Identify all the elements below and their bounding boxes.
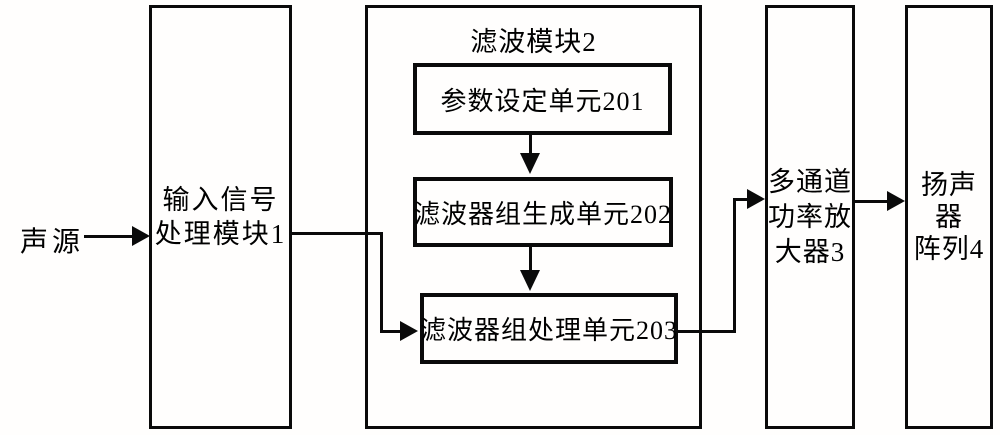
module2-box: 滤波模块2 <box>365 5 702 429</box>
unit201-box: 参数设定单元201 <box>413 63 672 135</box>
module3-label-line2: 功率放 <box>768 201 852 232</box>
connector-unit203-to-module3-seg1 <box>678 330 736 333</box>
module1-label-line1: 输入信号 <box>162 185 279 215</box>
arrow-module3-to-module4-shaft <box>855 200 891 203</box>
module4-box: 扬声器 阵列4 <box>905 5 993 429</box>
connector-unit203-to-module3-seg2 <box>733 198 736 333</box>
module3-box: 多通道 功率放 大器3 <box>765 5 855 429</box>
unit202-box: 滤波器组生成单元202 <box>413 177 673 247</box>
module1-label: 输入信号 处理模块1 <box>152 8 289 426</box>
source-label: 声源 <box>20 227 85 258</box>
arrow-201-to-202-shaft <box>529 135 532 155</box>
unit202-label: 滤波器组生成单元202 <box>414 199 673 229</box>
module1-label-line2: 处理模块1 <box>154 219 287 249</box>
arrow-source-to-module1-head <box>132 226 150 246</box>
arrow-module3-to-module4-head <box>887 191 905 211</box>
connector-module1-to-unit203-seg1 <box>291 232 383 235</box>
connector-module1-to-unit203-seg2 <box>380 232 383 333</box>
module2-title: 滤波模块2 <box>470 27 597 57</box>
module3-label-line1: 多通道 <box>768 166 852 197</box>
module4-label-line1: 扬声器 <box>921 170 977 232</box>
connector-unit203-to-module3-seg3 <box>733 198 749 201</box>
unit203-box: 滤波器组处理单元203 <box>420 293 678 364</box>
arrow-202-to-203-head <box>520 270 540 291</box>
unit203-label: 滤波器组处理单元203 <box>420 316 679 345</box>
module4-label: 扬声器 阵列4 <box>908 8 990 426</box>
connector-unit203-to-module3-head <box>747 189 765 209</box>
module3-label: 多通道 功率放 大器3 <box>768 8 852 426</box>
arrow-201-to-202-head <box>520 153 540 174</box>
module4-label-line2: 阵列4 <box>913 234 985 264</box>
arrow-source-to-module1-shaft <box>84 235 136 238</box>
module1-box: 输入信号 处理模块1 <box>149 5 292 429</box>
connector-module1-to-unit203-head <box>400 321 418 341</box>
module3-label-line3: 大器3 <box>774 236 846 267</box>
unit201-label: 参数设定单元201 <box>440 86 645 116</box>
connector-module1-to-unit203-seg3 <box>380 330 402 333</box>
arrow-202-to-203-shaft <box>529 247 532 270</box>
